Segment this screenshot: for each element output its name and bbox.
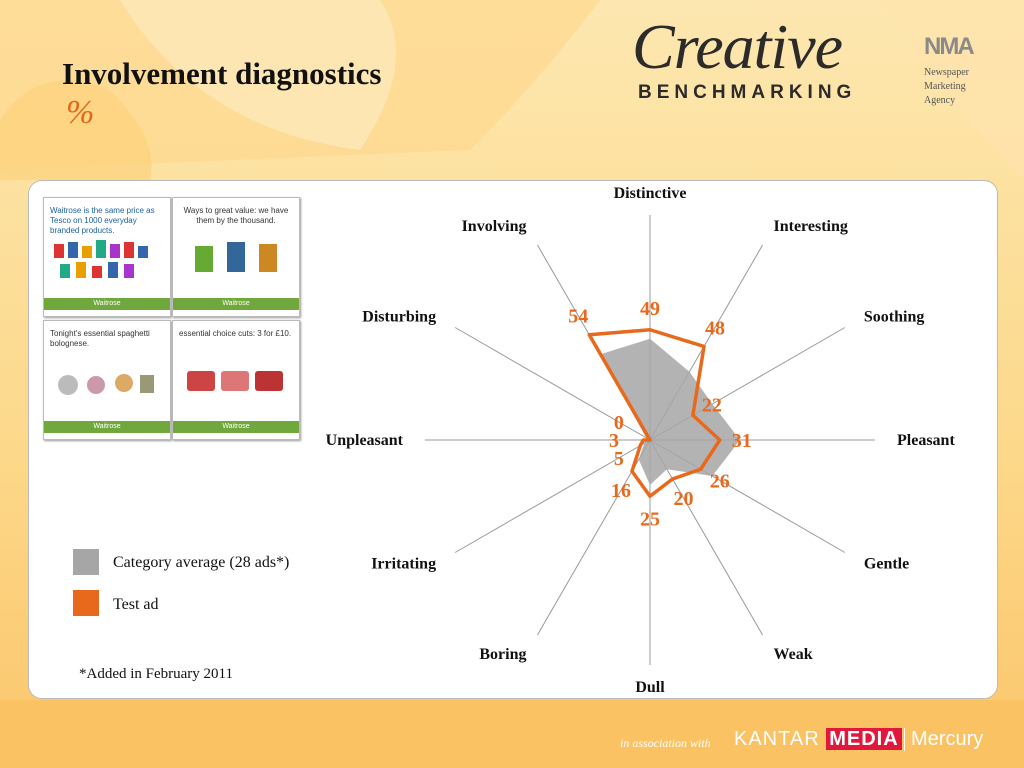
nma-line-1: Newspaper [924, 67, 969, 78]
legend-label-category: Category average (28 ads*) [113, 554, 290, 571]
ad-headline: Ways to great value: we have them by the… [183, 206, 289, 225]
data-label-boring: 16 [611, 480, 631, 502]
creative-benchmarking-logo: Creative BENCHMARKING [632, 11, 892, 108]
legend-swatch-test [73, 590, 99, 616]
product-image [54, 240, 148, 278]
product-image [195, 242, 277, 272]
axis-label-boring: Boring [479, 646, 526, 663]
axis-label-unpleasant: Unpleasant [326, 432, 404, 449]
axis-label-interesting: Interesting [774, 218, 848, 235]
ad-headline: Waitrose is the same price as Tesco on 1… [50, 206, 155, 235]
nma-line-3: Agency [924, 95, 956, 106]
series-test-ad-line [587, 328, 722, 498]
creative-logo-text: Creative [632, 11, 843, 82]
axis-label-gentle: Gentle [864, 556, 909, 573]
ad-thumbnail-2: Ways to great value: we have them by the… [172, 197, 300, 317]
footnote: *Added in February 2011 [79, 666, 233, 682]
legend-label-test: Test ad [113, 596, 159, 613]
data-label-unpleasant: 3 [609, 430, 619, 452]
kantar-media-logo: KANTAR MEDIA [734, 728, 902, 751]
product-image [187, 371, 283, 391]
page-title: Involvement diagnostics [62, 56, 382, 91]
data-label-gentle: 26 [710, 470, 730, 492]
kantar-text: KANTAR [734, 728, 820, 750]
legend-swatch-category [73, 549, 99, 575]
data-label-dull: 25 [640, 508, 660, 530]
association-text: in association with [620, 736, 711, 750]
data-label-irritating: 5 [614, 448, 624, 470]
media-text: MEDIA [826, 728, 902, 750]
data-label-involving: 54 [568, 306, 588, 328]
ad-headline: Tonight's essential spaghetti bolognese. [50, 329, 150, 348]
axis-label-irritating: Irritating [371, 556, 436, 573]
ad-brand-bar: Waitrose [44, 421, 170, 433]
axis-label-involving: Involving [462, 218, 527, 235]
nma-line-2: Marketing [924, 81, 966, 92]
radar-spoke-weak [649, 439, 763, 636]
ad-thumbnail-1: Waitrose is the same price as Tesco on 1… [43, 197, 171, 317]
ad-thumbnail-3: Tonight's essential spaghetti bolognese.… [43, 320, 171, 440]
axis-label-dull: Dull [635, 679, 665, 696]
axis-label-weak: Weak [774, 646, 813, 663]
radar-spoke-irritating [454, 439, 651, 553]
data-label-interesting: 48 [705, 317, 725, 339]
axis-label-pleasant: Pleasant [897, 432, 955, 449]
axis-label-disturbing: Disturbing [362, 309, 436, 326]
radar-spoke-disturbing [454, 327, 651, 441]
data-label-pleasant: 31 [732, 430, 752, 452]
ad-headline: essential choice cuts: 3 for £10. [179, 329, 292, 338]
benchmarking-logo-text: BENCHMARKING [638, 82, 857, 103]
data-label-distinctive: 49 [640, 298, 660, 320]
ad-thumbnail-4: essential choice cuts: 3 for £10. Waitro… [172, 320, 300, 440]
data-label-disturbing: 0 [614, 412, 624, 434]
axis-label-distinctive: Distinctive [614, 185, 687, 202]
ad-brand-bar: Waitrose [173, 421, 299, 433]
data-label-soothing: 22 [702, 394, 722, 416]
ad-brand-bar: Waitrose [173, 298, 299, 310]
unit-label: % [66, 94, 95, 131]
series-category-average-area [600, 338, 740, 485]
product-image [58, 374, 154, 395]
data-label-weak: 20 [674, 488, 694, 510]
ad-brand-bar: Waitrose [44, 298, 170, 310]
mercury-logo: Mercury [904, 728, 983, 751]
axis-label-soothing: Soothing [864, 309, 924, 326]
